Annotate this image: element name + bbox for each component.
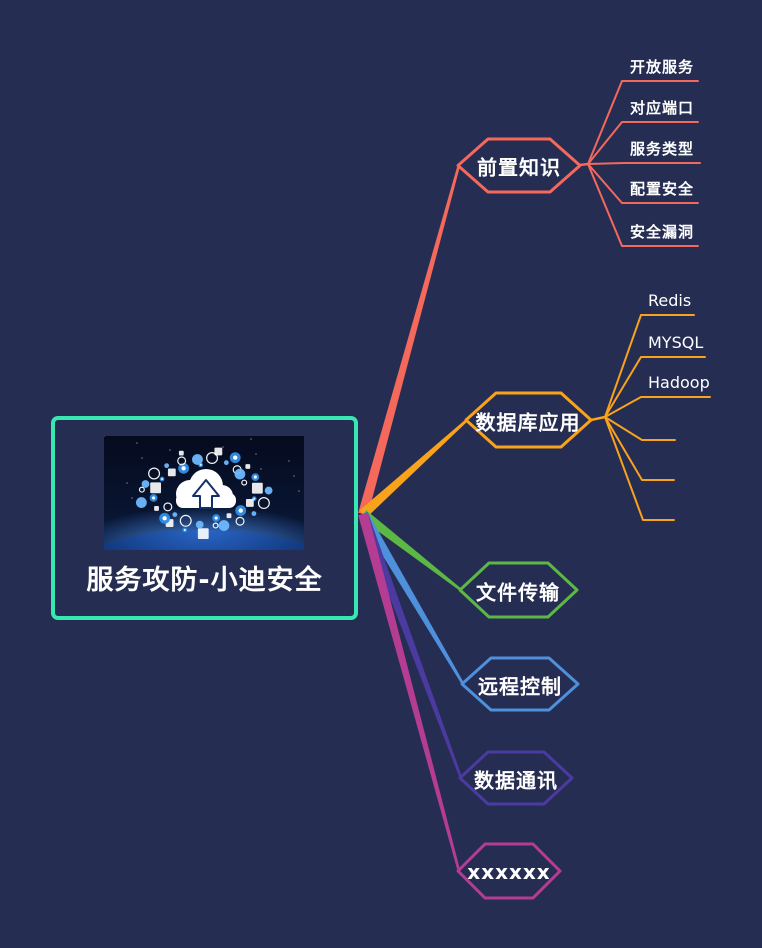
node-shape-file-transfer[interactable]: [458, 561, 579, 619]
child-line: [587, 121, 699, 165]
child-node-config-security[interactable]: 配置安全: [630, 180, 695, 198]
branch-line-placeholder: [358, 512, 461, 872]
node-label-prerequisite[interactable]: 前置知识: [477, 155, 561, 180]
central-topic-node[interactable]: 服务攻防-小迪安全: [51, 416, 358, 620]
child-line: [604, 416, 675, 481]
central-topic-image: [104, 436, 304, 550]
app-icon-ring: [135, 447, 273, 539]
cloud-upload-icon-sphere-photo: [104, 436, 304, 550]
child-node-vulnerabilities[interactable]: 安全漏洞: [630, 223, 695, 241]
node-label-remote-control[interactable]: 远程控制: [478, 674, 562, 699]
node-shape-remote-control[interactable]: [460, 656, 580, 712]
child-line: [587, 163, 699, 247]
child-node-service-types[interactable]: 服务类型: [630, 140, 695, 158]
child-line: [587, 162, 701, 165]
node-label-database[interactable]: 数据库应用: [475, 410, 581, 435]
child-node-ports[interactable]: 对应端口: [630, 99, 695, 117]
node-shape-placeholder[interactable]: [456, 842, 562, 900]
node-label-placeholder[interactable]: xxxxxx: [467, 860, 551, 884]
child-node-open-services[interactable]: 开放服务: [630, 58, 695, 76]
branch-line-remote-control: [358, 511, 465, 685]
node-shape-data-comm[interactable]: [458, 750, 574, 806]
cloud-upload-icon: [176, 469, 236, 509]
child-node-redis[interactable]: Redis: [648, 291, 692, 310]
child-node-mysql[interactable]: MYSQL: [648, 333, 704, 352]
child-line: [587, 163, 699, 204]
child-line: [604, 396, 711, 418]
child-fan-stub: [589, 415, 607, 422]
child-line: [587, 80, 699, 165]
child-line: [604, 416, 676, 441]
child-fan-stub: [578, 162, 590, 167]
child-node-hadoop[interactable]: Hadoop: [648, 373, 710, 392]
node-label-file-transfer[interactable]: 文件传输: [476, 580, 560, 605]
branch-line-database: [359, 419, 468, 518]
child-line: [604, 356, 706, 418]
branch-line-file-transfer: [359, 510, 462, 591]
star-field: [104, 436, 300, 499]
branch-line-prerequisite: [358, 164, 461, 516]
central-topic-title[interactable]: 服务攻防-小迪安全: [86, 565, 323, 596]
child-line: [604, 314, 695, 418]
node-label-data-comm[interactable]: 数据通讯: [474, 768, 558, 793]
child-line: [604, 416, 675, 521]
